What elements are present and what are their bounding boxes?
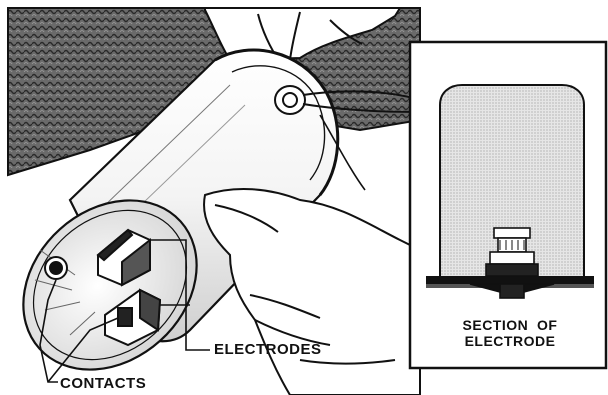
lower-hand — [204, 189, 420, 395]
label-section-line2: ELECTRODE — [426, 334, 594, 348]
label-contacts: CONTACTS — [60, 376, 146, 391]
contact-socket — [45, 257, 67, 279]
label-section-line1: SECTION OF — [426, 318, 594, 332]
label-electrodes: ELECTRODES — [214, 342, 322, 357]
